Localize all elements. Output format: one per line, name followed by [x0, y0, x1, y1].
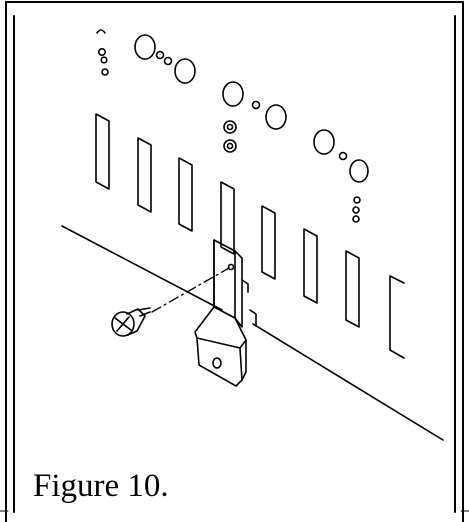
chassis-edge	[61, 225, 444, 441]
screw	[111, 307, 151, 337]
alignment-line	[151, 267, 230, 313]
figure-caption: Figure 10.	[33, 468, 169, 504]
panel-holes	[96, 29, 369, 223]
panel-slots	[95, 113, 405, 359]
mounting-bracket	[194, 239, 257, 387]
